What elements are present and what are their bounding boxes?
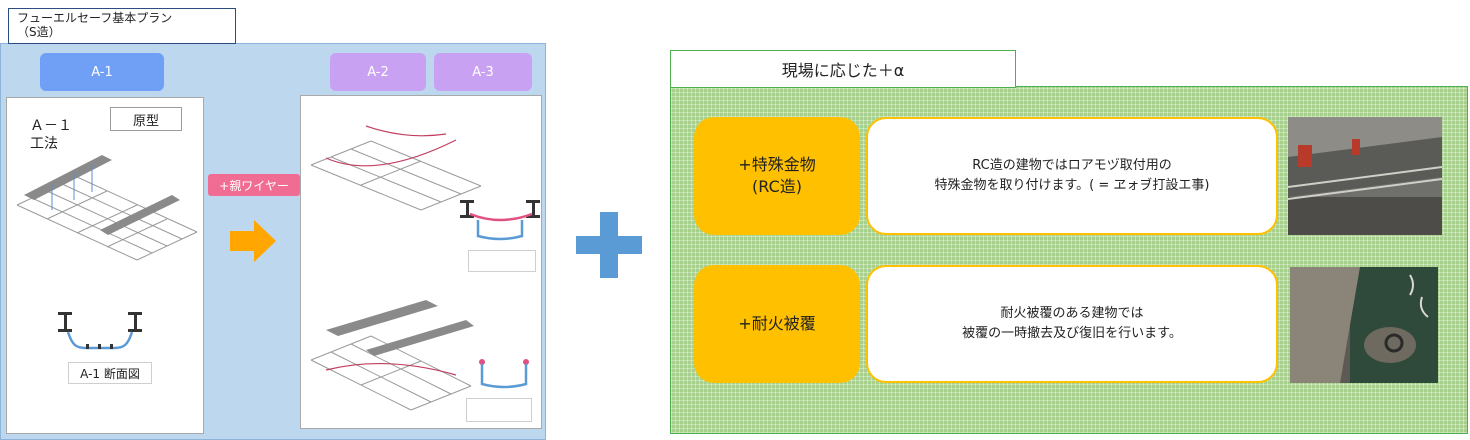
tab-a2[interactable]: A-2 xyxy=(330,53,426,91)
fireproofing-desc-line1: 耐火被覆のある建物では xyxy=(1000,306,1144,321)
a1-section-drawing xyxy=(58,312,142,350)
plus-icon xyxy=(576,212,642,278)
fireproofing-name: +耐火被覆 xyxy=(738,314,816,333)
parent-wire-tag: +親ワイヤー xyxy=(208,174,300,196)
special-hardware-subtitle: (RC造) xyxy=(752,177,802,196)
fireproofing-desc-line2: 被覆の一時撤去及び復旧を行います。 xyxy=(962,326,1182,341)
special-hardware-tag: +特殊金物 (RC造) xyxy=(694,117,860,235)
prototype-label: 原型 xyxy=(110,107,182,131)
fireproofing-photo xyxy=(1290,267,1438,383)
addons-title: 現場に応じた＋α xyxy=(670,50,1016,88)
a1-method-label: Ａ－１ 工法 xyxy=(30,118,72,152)
special-hardware-desc-line2: 特殊金物を取り付けます。( = ヱォヺ打設エ事) xyxy=(934,178,1210,193)
a2-label-box xyxy=(468,250,536,272)
fireproofing-tag: +耐火被覆 xyxy=(694,265,860,383)
plan-title: フューエルセーフ基本プラン （S造） xyxy=(8,8,236,44)
a3-section-drawing xyxy=(479,359,529,389)
special-hardware-desc-line1: RC造の建物ではロアモヅ取付用の xyxy=(972,158,1172,173)
special-hardware-name: +特殊金物 xyxy=(738,155,816,174)
tab-a1[interactable]: A-1 xyxy=(40,53,164,91)
special-hardware-description: RC造の建物ではロアモヅ取付用の 特殊金物を取り付けます。( = ヱォヺ打設エ事… xyxy=(866,117,1278,235)
a3-label-box xyxy=(466,398,532,422)
special-hardware-photo xyxy=(1287,117,1443,235)
plan-title-line2: （S造） xyxy=(17,25,61,39)
fireproofing-description: 耐火被覆のある建物では 被覆の一時撤去及び復旧を行います。 xyxy=(866,265,1278,383)
a1-section-caption: A-1 断面図 xyxy=(68,362,152,384)
plan-title-line1: フューエルセーフ基本プラン xyxy=(17,11,173,25)
a2-isometric-drawing xyxy=(310,125,482,211)
a2-section-drawing xyxy=(460,200,540,241)
a3-isometric-drawing xyxy=(310,300,474,411)
a1-isometric-drawing xyxy=(16,155,198,261)
right-arrow-icon xyxy=(230,220,276,262)
tab-a3[interactable]: A-3 xyxy=(434,53,532,91)
